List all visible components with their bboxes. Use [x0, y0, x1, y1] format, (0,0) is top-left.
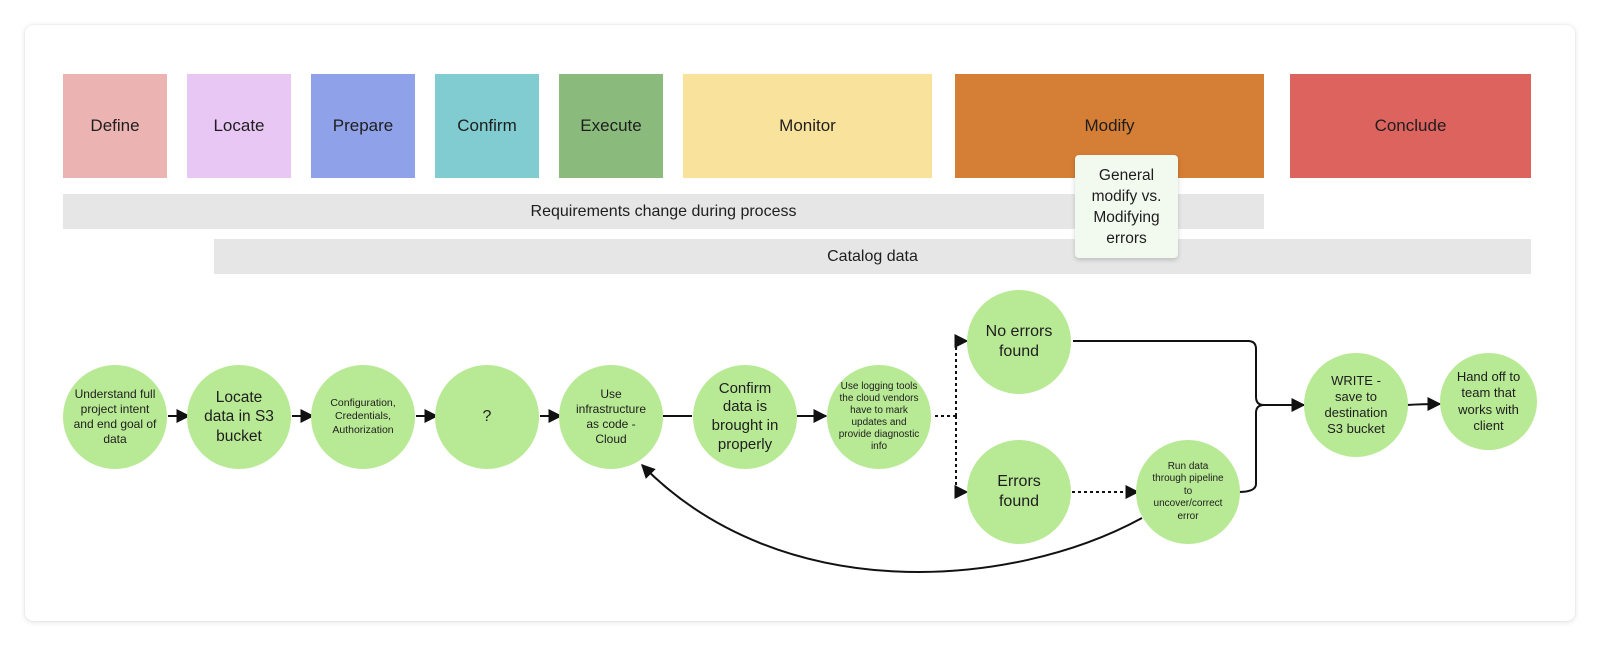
node-locate-data[interactable]: Locate data in S3 bucket — [187, 365, 291, 469]
edge-no-errors-write — [1073, 340, 1306, 412]
phase-define[interactable]: Define — [63, 74, 167, 178]
phase-confirm[interactable]: Confirm — [435, 74, 539, 178]
sticky-note[interactable]: General modify vs. Modifying errors — [1075, 155, 1178, 258]
phase-conclude[interactable]: Conclude — [1290, 74, 1531, 178]
node-write-destination[interactable]: WRITE - save to destination S3 bucket — [1304, 353, 1408, 457]
phase-locate[interactable]: Locate — [187, 74, 291, 178]
node-no-errors-found[interactable]: No errors found — [967, 290, 1071, 394]
node-infrastructure-as-code[interactable]: Use infrastructure as code - Cloud — [559, 365, 663, 469]
phase-prepare[interactable]: Prepare — [311, 74, 415, 178]
edge-pipeline-write — [1237, 404, 1265, 493]
node-unknown-step[interactable]: ? — [435, 365, 539, 469]
phase-monitor[interactable]: Monitor — [683, 74, 932, 178]
node-errors-found[interactable]: Errors found — [967, 440, 1071, 544]
node-logging-tools[interactable]: Use logging tools the cloud vendors have… — [827, 365, 931, 469]
node-understand-intent[interactable]: Understand full project intent and end g… — [63, 365, 167, 469]
node-run-pipeline[interactable]: Run data through pipeline to uncover/cor… — [1136, 440, 1240, 544]
phase-execute[interactable]: Execute — [559, 74, 663, 178]
band-requirements-change[interactable]: Requirements change during process — [63, 194, 1264, 229]
node-configuration[interactable]: Configuration, Credentials, Authorizatio… — [311, 365, 415, 469]
node-hand-off[interactable]: Hand off to team that works with client — [1440, 353, 1537, 450]
edge-branch-errors — [954, 416, 969, 499]
node-confirm-data[interactable]: Confirm data is brought in properly — [693, 365, 797, 469]
edge-branch-no-errors — [954, 334, 969, 416]
edge-write-handoff — [1406, 397, 1442, 412]
band-catalog-data[interactable]: Catalog data — [214, 239, 1531, 274]
edge-pipeline-loop-back — [641, 464, 1143, 573]
